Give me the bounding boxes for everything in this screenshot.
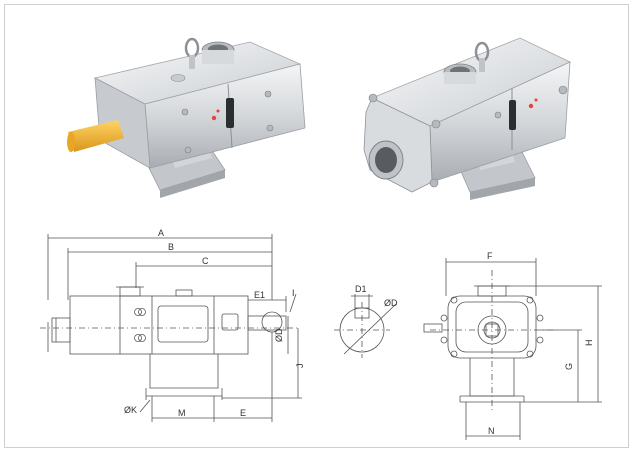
dim-label-M: M	[178, 408, 186, 418]
dim-label-N: N	[488, 426, 495, 436]
dim-label-E: E	[240, 408, 246, 418]
dim-label-diameter-K: ØK	[124, 405, 137, 415]
dim-label-E1: E1	[254, 290, 265, 300]
shaft-section-drawing	[334, 294, 397, 358]
dim-label-C: C	[202, 256, 209, 266]
dim-label-F: F	[487, 251, 493, 261]
dim-label-diameter-section: ØD	[384, 298, 398, 308]
dimension-labels: A B C E1 I ØD J ØK M E D1 ØD F H G N	[124, 228, 594, 436]
dim-label-B: B	[168, 242, 174, 252]
dim-label-D1: D1	[355, 284, 367, 294]
dim-label-J: J	[295, 364, 305, 369]
dim-label-H: H	[584, 340, 594, 347]
pump-photo-front	[363, 37, 571, 200]
dim-label-diameter-side: ØD	[274, 328, 284, 342]
front-view-drawing	[423, 258, 602, 440]
pump-photo-side	[67, 37, 306, 198]
side-view-drawing	[40, 234, 302, 422]
dim-label-A: A	[158, 228, 164, 238]
dim-label-I: I	[292, 288, 295, 298]
dim-label-G: G	[564, 363, 574, 370]
